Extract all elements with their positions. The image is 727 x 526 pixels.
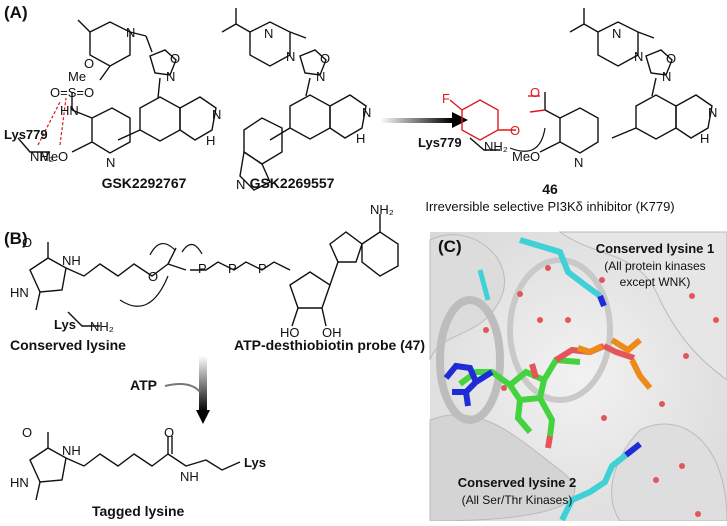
gsk2269557-structure <box>221 8 367 191</box>
atom-meo-a: MeO <box>40 149 69 164</box>
compound-name-gsk2292767: GSK2292767 <box>101 175 187 191</box>
atom-nh-b: NH <box>62 253 81 268</box>
lys-chain-b <box>67 311 100 327</box>
atom-nh2-b: NH₂ <box>90 319 114 334</box>
atom-n-pyridine-46: N <box>574 155 584 170</box>
atom-n-oxazole-2: N <box>316 69 326 84</box>
panel-label-c: (C) <box>438 237 462 256</box>
atom-o-morph-a: O <box>84 56 95 71</box>
atom-p3: P <box>258 261 267 276</box>
compound-46-number: 46 <box>542 181 558 197</box>
lys779-label-a: Lys779 <box>4 127 48 142</box>
reaction-arrow-shaft <box>380 118 452 123</box>
lys2-subtitle: (All Ser/Thr Kinases) <box>461 493 573 507</box>
atom-hn-b: HN <box>10 285 29 300</box>
atom-me-a: Me <box>68 69 87 84</box>
conserved-lysine-label: Conserved lysine <box>10 337 126 353</box>
atom-p2: P <box>228 261 237 276</box>
atom-o-ester: O <box>510 123 521 138</box>
atom-h-indazole-3: H <box>700 131 710 146</box>
fluorophenyl-ester <box>449 95 546 141</box>
protein-structure-image <box>429 231 727 522</box>
atom-n-pyridine-a: N <box>106 155 116 170</box>
lys779-chain-a <box>17 137 50 153</box>
panel-label-a: (A) <box>4 3 28 22</box>
atom-o-oxazole-2: O <box>320 51 331 66</box>
panel-label-b: (B) <box>4 229 28 248</box>
compound-name-gsk2269557: GSK2269557 <box>249 175 335 191</box>
hbond-2 <box>59 97 67 146</box>
atom-h-indazole-2: H <box>356 131 366 146</box>
probe-label: ATP-desthiobiotin probe (47) <box>234 337 426 353</box>
compound-46-structure <box>539 8 713 154</box>
atom-o-carbonyl: O <box>530 85 541 100</box>
atom-o-urea-b: O <box>22 235 33 250</box>
attack-arrow-b <box>119 275 169 307</box>
down-arrow-head <box>196 410 210 424</box>
atom-n-piperazine-b1: N <box>264 26 274 41</box>
atom-o-amide-tag: O <box>164 425 175 440</box>
down-arrow-shaft <box>199 356 207 412</box>
atom-n-piperazine-c1: N <box>612 26 622 41</box>
atom-nh2-a: NH₂ <box>30 149 54 164</box>
atom-n-oxazole-1: N <box>166 69 176 84</box>
tagged-lysine-structure <box>29 432 241 501</box>
atom-n-morph-a: N <box>126 25 136 40</box>
atom-f: F <box>442 91 450 106</box>
atom-n-indazole-3: N <box>708 105 718 120</box>
atom-o-oxazole-1: O <box>170 51 181 66</box>
atom-p1: P <box>198 261 207 276</box>
adenosine-structure <box>289 214 399 327</box>
curved-arrow-1 <box>149 243 176 256</box>
lys1-subtitle-1: (All protein kinases <box>604 259 706 273</box>
lys-label-b: Lys <box>54 317 76 332</box>
reaction-arrow-head <box>452 112 468 128</box>
atom-n-indole: N <box>236 177 246 192</box>
atom-oh-b: OH <box>322 325 342 340</box>
attack-arrow-a <box>509 127 546 152</box>
lys1-subtitle-2: except WNK) <box>619 275 691 289</box>
atom-sulfonyl-a: O=S=O <box>50 85 95 100</box>
desthiobiotin-probe-structure <box>29 242 291 311</box>
atom-ho-b: HO <box>280 325 300 340</box>
gsk2292767-structure <box>71 19 217 154</box>
atom-o-urea-tag: O <box>22 425 33 440</box>
tagged-lysine-label: Tagged lysine <box>92 503 185 519</box>
atom-nh-amide-tag: NH <box>180 469 199 484</box>
atom-meo-46: MeO <box>512 149 541 164</box>
lys1-title: Conserved lysine 1 <box>595 241 715 256</box>
atom-n-indazole-2: N <box>362 105 372 120</box>
atom-n-oxazole-3: N <box>662 69 672 84</box>
curved-arrow-2 <box>181 243 203 255</box>
atp-curve-arrow <box>164 383 201 393</box>
atom-nh2-adenine: NH₂ <box>370 202 394 217</box>
atom-o-oxazole-3: O <box>666 51 677 66</box>
lys-label-tag: Lys <box>244 455 266 470</box>
atp-label: ATP <box>130 377 157 393</box>
atom-n-piperazine-c2: N <box>634 49 644 64</box>
atom-hn-a: HN <box>60 103 79 118</box>
atom-n-indazole-1: N <box>212 107 222 122</box>
compound-46-caption: Irreversible selective PI3Kδ inhibitor (… <box>425 199 675 214</box>
lys779-label-46: Lys779 <box>418 135 462 150</box>
atom-nh2-46: NH₂ <box>484 139 508 154</box>
atom-hn-tag: HN <box>10 475 29 490</box>
atom-h-indazole-1: H <box>206 133 216 148</box>
atom-nh-tag: NH <box>62 443 81 458</box>
atom-o-carbonyl-b: O <box>148 269 159 284</box>
lys2-title: Conserved lysine 2 <box>457 475 577 490</box>
hbond-1 <box>37 101 61 146</box>
atom-n-piperazine-b2: N <box>286 49 296 64</box>
lys779-chain-46 <box>469 137 500 151</box>
